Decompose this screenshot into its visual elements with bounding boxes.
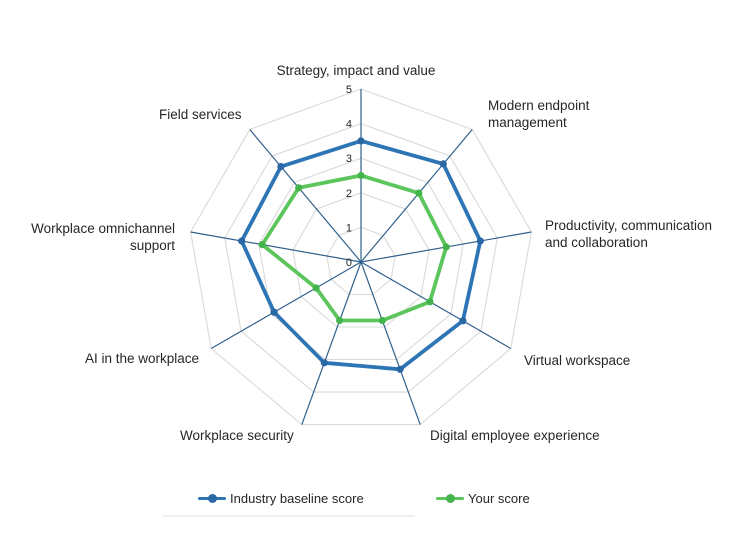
- legend-label-industry-baseline: Industry baseline score: [230, 490, 364, 506]
- axis-label-digital-employee-experience: Digital employee experience: [430, 428, 600, 443]
- axis-label-productivity: Productivity, communication and collabor…: [545, 218, 713, 251]
- svg-text:2: 2: [346, 188, 352, 200]
- bottom-divider: [163, 515, 415, 517]
- svg-text:1: 1: [346, 222, 352, 234]
- legend-item-your-score: Your score: [436, 489, 530, 507]
- svg-text:0: 0: [346, 257, 352, 269]
- legend-marker-blue-icon: [198, 493, 226, 503]
- legend-marker-green-icon: [436, 493, 464, 503]
- axis-label-strategy: Strategy, impact and value: [276, 63, 436, 78]
- svg-text:5: 5: [346, 84, 352, 96]
- axis-label-modern-endpoint: Modern endpoint management: [488, 98, 590, 131]
- axis-label-ai-in-the-workplace: AI in the workplace: [85, 351, 200, 366]
- axis-label-virtual-workspace: Virtual workspace: [524, 353, 631, 368]
- chart-legend: Industry baseline score Your score: [0, 489, 740, 509]
- svg-text:3: 3: [346, 153, 352, 165]
- legend-item-industry-baseline: Industry baseline score: [198, 489, 364, 507]
- axis-label-field-services: Field services: [159, 107, 242, 122]
- axis-label-workplace-omnichannel-support: Workplace omnichannel support: [31, 221, 175, 254]
- axis-label-workplace-security: Workplace security: [180, 428, 294, 443]
- legend-label-your-score: Your score: [468, 490, 530, 506]
- svg-text:4: 4: [346, 119, 352, 131]
